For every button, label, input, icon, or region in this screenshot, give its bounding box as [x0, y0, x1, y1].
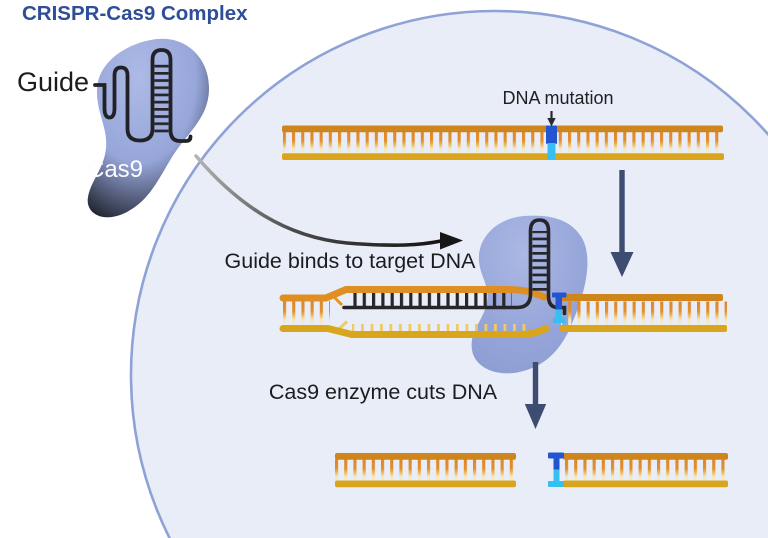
mutation-pointer-arrow: [547, 111, 556, 127]
dna-fragment-right: [548, 452, 728, 488]
mutation-marker-cut: [548, 452, 564, 487]
curved-arrow: [194, 154, 463, 250]
arrow-down-1: [610, 170, 634, 277]
guide-binds-label: Guide binds to target DNA: [224, 249, 476, 273]
guide-rna-bound-icon: [342, 218, 567, 316]
dna-strand-top: [282, 125, 724, 160]
dna-strand-right: [560, 294, 727, 332]
cas9-cuts-label: Cas9 enzyme cuts DNA: [268, 380, 498, 404]
arrow-down-2: [524, 362, 547, 429]
mutation-marker: [546, 125, 557, 160]
dna-mutation-label: DNA mutation: [502, 88, 614, 108]
dna-fragment-left: [335, 453, 516, 488]
mutation-marker-bound: [552, 292, 567, 323]
cas9-protein-blob: [87, 38, 210, 218]
cas9-label: Cas9: [87, 156, 144, 183]
guide-rna-icon: [93, 48, 193, 143]
guide-label: Guide: [17, 67, 90, 97]
page-title: CRISPR-Cas9 Complex: [22, 2, 248, 25]
